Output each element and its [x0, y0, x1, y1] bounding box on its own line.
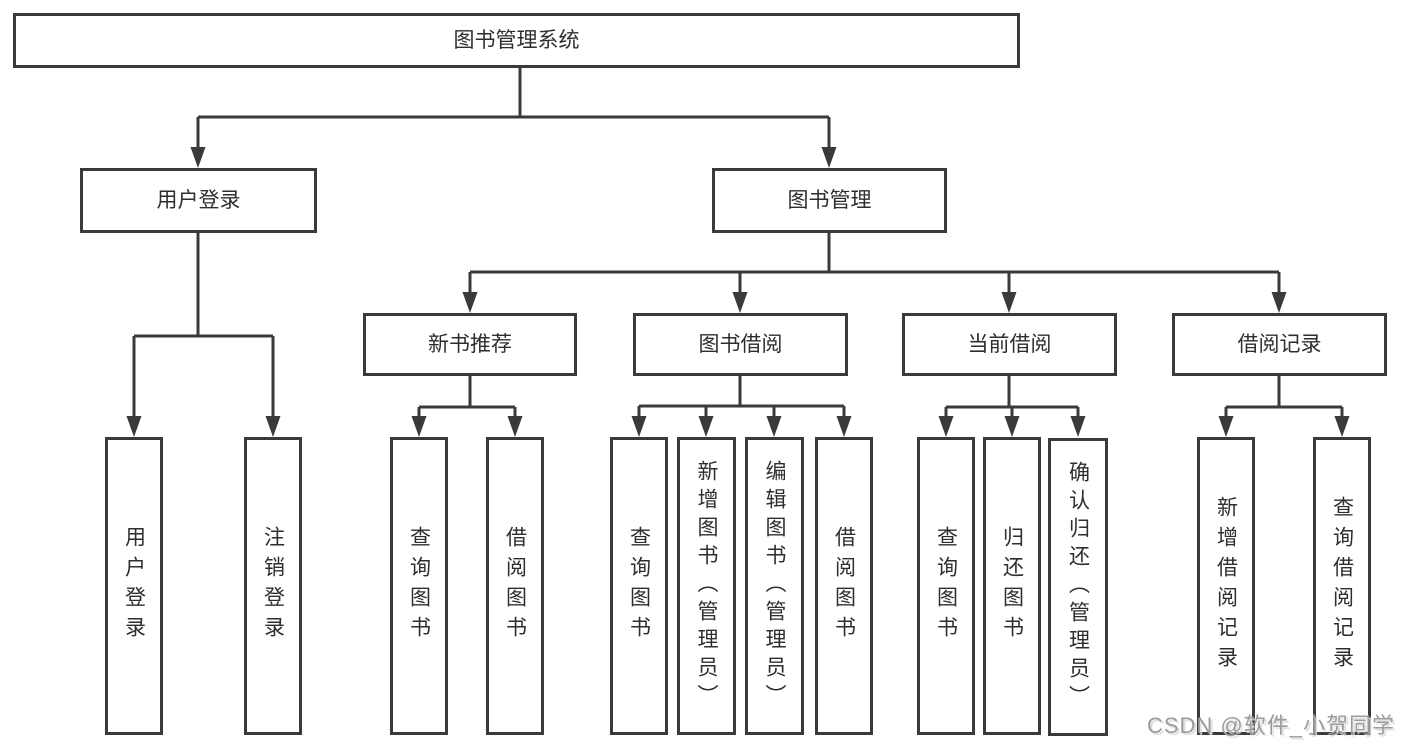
leaf-label: 借阅图书 [503, 526, 527, 646]
leaf-label: 编辑图书（管理员） [763, 460, 786, 712]
leaf-query-books-borrow: 查询图书 [610, 437, 668, 735]
leaf-label: 查询图书 [934, 526, 958, 646]
leaf-add-books-admin: 新增图书（管理员） [677, 437, 736, 735]
leaf-label: 新增借阅记录 [1214, 496, 1238, 676]
leaf-label: 新增图书（管理员） [695, 460, 718, 712]
leaf-query-borrow-record: 查询借阅记录 [1313, 437, 1371, 735]
leaf-label: 归还图书 [1000, 526, 1024, 646]
leaf-return-books: 归还图书 [983, 437, 1041, 735]
leaf-query-books-recommend: 查询图书 [390, 437, 448, 735]
leaf-label: 查询借阅记录 [1330, 496, 1354, 676]
watermark: CSDN @软件_小贺同学 [1146, 713, 1395, 738]
leaf-label: 查询图书 [407, 526, 431, 646]
leaf-add-borrow-record: 新增借阅记录 [1197, 437, 1255, 735]
leaf-label: 借阅图书 [832, 526, 856, 646]
leaf-label: 注销登录 [261, 526, 285, 646]
node-new-book-recommendation: 新书推荐 [363, 313, 577, 376]
leaf-logout: 注销登录 [244, 437, 302, 735]
leaf-label: 查询图书 [627, 526, 651, 646]
connector-paths [132, 68, 1344, 419]
leaf-edit-books-admin: 编辑图书（管理员） [745, 437, 804, 735]
node-current-borrowing: 当前借阅 [902, 313, 1117, 376]
leaf-label: 用户登录 [122, 526, 146, 646]
leaf-label: 确认归还（管理员） [1066, 461, 1090, 713]
leaf-confirm-return-admin: 确认归还（管理员） [1048, 438, 1108, 736]
leaf-borrow-books-recommend: 借阅图书 [486, 437, 544, 735]
leaf-borrow-books-borrow: 借阅图书 [815, 437, 873, 735]
arrowheads [126, 147, 1350, 437]
node-user-login: 用户登录 [80, 168, 317, 233]
leaf-query-books-current: 查询图书 [917, 437, 975, 735]
node-root: 图书管理系统 [13, 13, 1020, 68]
node-book-management: 图书管理 [712, 168, 947, 233]
leaf-user-login: 用户登录 [105, 437, 163, 735]
node-book-borrowing: 图书借阅 [633, 313, 848, 376]
node-borrowing-records: 借阅记录 [1172, 313, 1387, 376]
